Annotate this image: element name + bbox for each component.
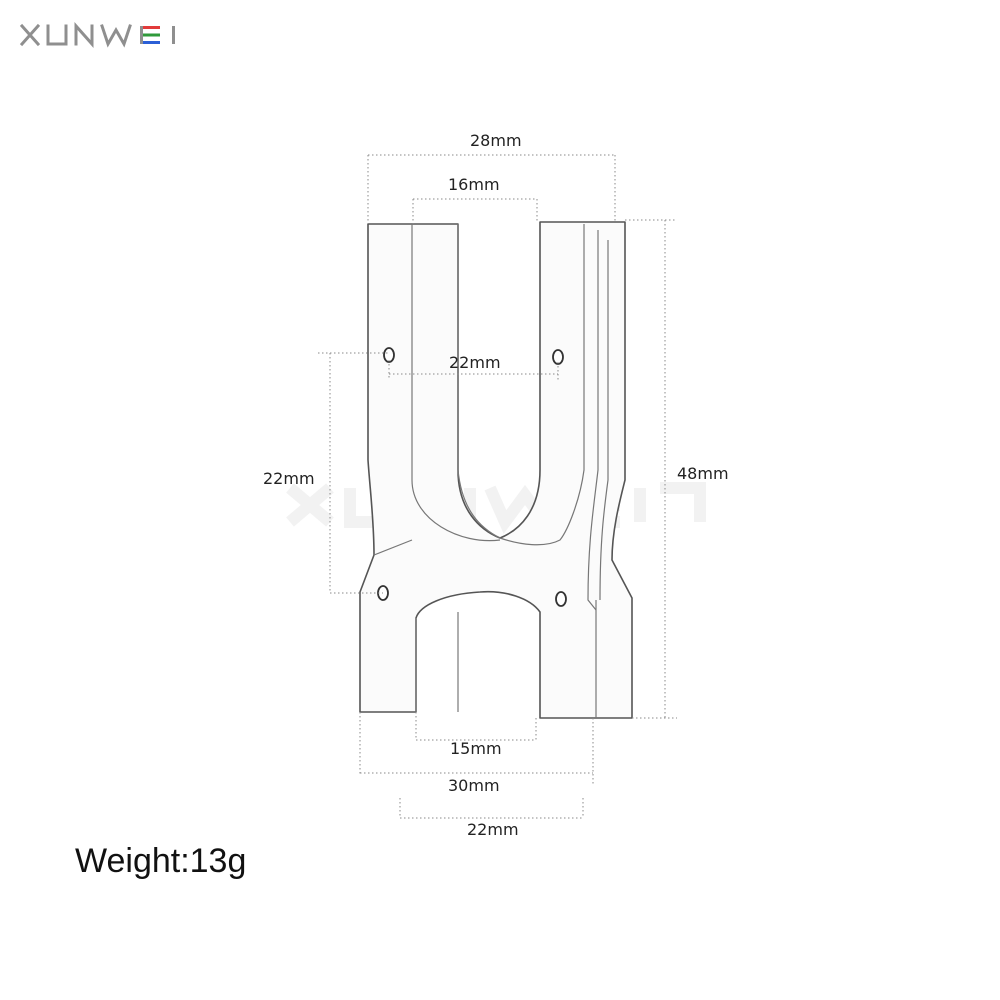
dim-bottom-slot: 15mm [450, 739, 502, 758]
dim-height: 48mm [677, 464, 729, 483]
dim-slot-width: 16mm [448, 175, 500, 194]
dim-upper-hole-spacing: 22mm [449, 353, 501, 372]
hole-lower-right [555, 591, 567, 607]
dim-top-width: 28mm [470, 131, 522, 150]
hole-upper-right [552, 349, 564, 365]
hole-upper-left [383, 347, 395, 363]
dim-lower-hole-spacing: 22mm [467, 820, 519, 839]
screw-holes [377, 347, 567, 607]
dim-vertical-hole-spacing: 22mm [263, 469, 315, 488]
part-outline [359, 221, 633, 719]
brand-logo [19, 22, 175, 48]
weight-label: Weight:13g [75, 842, 247, 880]
watermark [286, 476, 706, 534]
dim-base-width: 30mm [448, 776, 500, 795]
dimension-lines [318, 154, 677, 819]
part-details [373, 224, 609, 718]
